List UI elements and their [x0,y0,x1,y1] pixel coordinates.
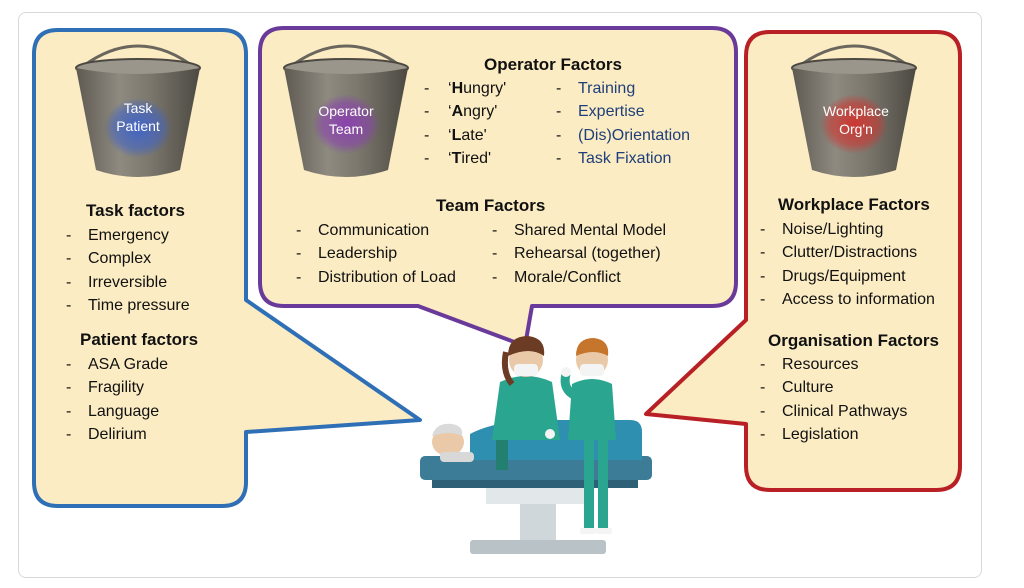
bucket-left-label-line1: Task [123,100,153,116]
patient-factors-heading: Patient factors [80,330,199,349]
workplace-factors-heading: Workplace Factors [778,195,930,214]
bucket-right-label: Workplace Org'n [812,103,900,138]
team-factors-heading: Team Factors [436,196,546,215]
bucket-left-icon [75,44,201,177]
bucket-right-label-line1: Workplace [823,103,889,119]
operator-factors-heading: Operator Factors [484,55,622,74]
bucket-right-label-line2: Org'n [839,120,873,137]
bucket-left-label-line2: Patient [116,117,160,134]
bucket-center-label: Operator Team [306,103,386,138]
bucket-right-icon [791,44,917,177]
bucket-left-label: Task Patient [98,100,178,135]
bucket-center-label-line2: Team [328,120,364,137]
operating-scene-illustration [420,336,652,554]
task-factors-heading: Task factors [86,201,185,220]
organisation-factors-heading: Organisation Factors [768,331,939,350]
bucket-center-label-line1: Operator [318,103,374,119]
bucket-center-icon [283,44,409,177]
